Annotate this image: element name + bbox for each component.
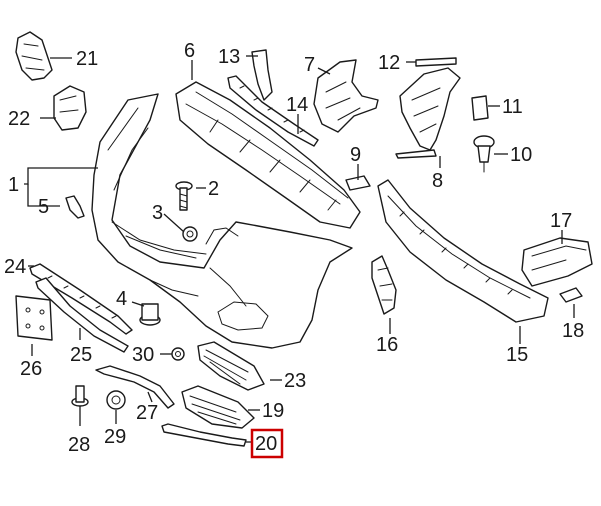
callout-20: 20	[255, 433, 277, 455]
callout-19: 19	[262, 400, 284, 422]
part-3-nut	[182, 226, 198, 242]
part-7-bracket	[313, 59, 379, 133]
part-10-pushpin	[473, 135, 495, 173]
callout-12: 12	[378, 52, 400, 74]
callout-10: 10	[510, 144, 532, 166]
part-27-trim	[95, 365, 175, 409]
callout-25: 25	[70, 344, 92, 366]
part-30-grommet	[171, 347, 185, 361]
part-26-plate-bracket	[15, 295, 53, 341]
callout-23: 23	[284, 370, 306, 392]
part-19-grille	[181, 385, 255, 429]
part-2-bolt	[175, 181, 193, 211]
callout-24: 24	[4, 256, 26, 278]
callout-4: 4	[116, 288, 127, 310]
callout-14: 14	[286, 94, 308, 116]
callout-5: 5	[38, 196, 49, 218]
part-16-bracket	[371, 255, 397, 315]
callout-13: 13	[218, 46, 240, 68]
part-5-clip	[65, 195, 85, 219]
part-21-shield	[15, 31, 53, 81]
part-12-strip	[415, 57, 457, 67]
callout-1: 1	[8, 174, 19, 196]
part-14-strip	[227, 75, 319, 147]
callout-15: 15	[506, 344, 528, 366]
part-4-plug	[139, 303, 161, 326]
callout-2: 2	[208, 178, 219, 200]
callout-20-highlight-box	[250, 428, 284, 459]
callout-labels: 21 22 1 5 2 3 6 13 14 7 12 8 9 11 10 15 …	[4, 40, 584, 459]
part-17-bracket	[521, 237, 593, 287]
part-8-bracket	[395, 67, 461, 159]
callout-9: 9	[350, 144, 361, 166]
part-13-bracket	[251, 49, 273, 101]
callout-11: 11	[502, 96, 523, 118]
part-25-trim	[35, 277, 129, 353]
callout-28: 28	[68, 434, 90, 456]
callout-8: 8	[432, 170, 443, 192]
part-20-trim	[161, 423, 247, 447]
callout-18: 18	[562, 320, 584, 342]
part-1-bumper-cover	[91, 93, 353, 349]
callout-3: 3	[152, 202, 163, 224]
callout-21: 21	[76, 48, 98, 70]
callout-27: 27	[136, 402, 158, 424]
callout-17: 17	[550, 210, 572, 232]
part-28-bolt	[71, 385, 89, 407]
part-23-grille	[197, 341, 265, 391]
leader-lines	[24, 55, 575, 443]
callout-30: 30	[132, 344, 154, 366]
part-29-washer	[106, 390, 126, 410]
callout-26: 26	[20, 358, 42, 380]
callout-6: 6	[184, 40, 195, 62]
callout-16: 16	[376, 334, 398, 356]
callout-7: 7	[304, 54, 315, 76]
part-18-clip	[559, 287, 583, 303]
callout-22: 22	[8, 108, 30, 130]
part-22-bracket	[53, 85, 87, 131]
part-11-clip	[471, 95, 489, 121]
part-6-absorber	[175, 81, 361, 229]
callout-29: 29	[104, 426, 126, 448]
part-15-impact-bar	[377, 179, 549, 323]
